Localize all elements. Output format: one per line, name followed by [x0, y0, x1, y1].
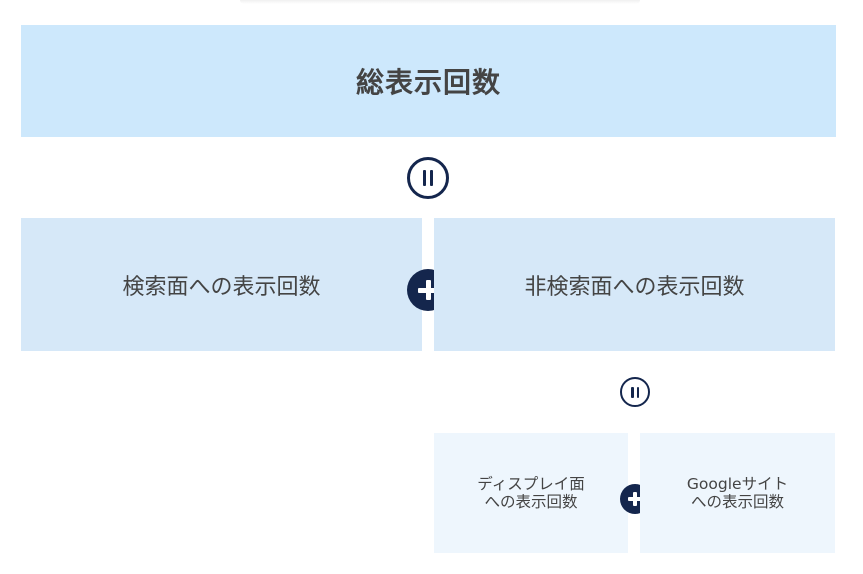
google-sites-impressions-box: Googleサイト への表示回数	[640, 433, 835, 553]
non-search-impressions-label: 非検索面への表示回数	[524, 274, 745, 300]
display-impressions-label: ディスプレイ面 への表示回数	[477, 475, 585, 511]
google-sites-impressions-label: Googleサイト への表示回数	[686, 475, 789, 511]
equals-icon	[407, 157, 449, 199]
display-impressions-box: ディスプレイ面 への表示回数	[434, 433, 628, 553]
non-search-impressions-box: 非検索面への表示回数	[434, 218, 835, 351]
search-impressions-label: 検索面への表示回数	[122, 274, 321, 300]
total-impressions-box: 総表示回数	[21, 25, 836, 137]
search-impressions-box: 検索面への表示回数	[21, 218, 422, 351]
total-impressions-label: 総表示回数	[355, 66, 501, 99]
top-shadow	[240, 0, 640, 4]
equals-icon	[620, 377, 650, 407]
